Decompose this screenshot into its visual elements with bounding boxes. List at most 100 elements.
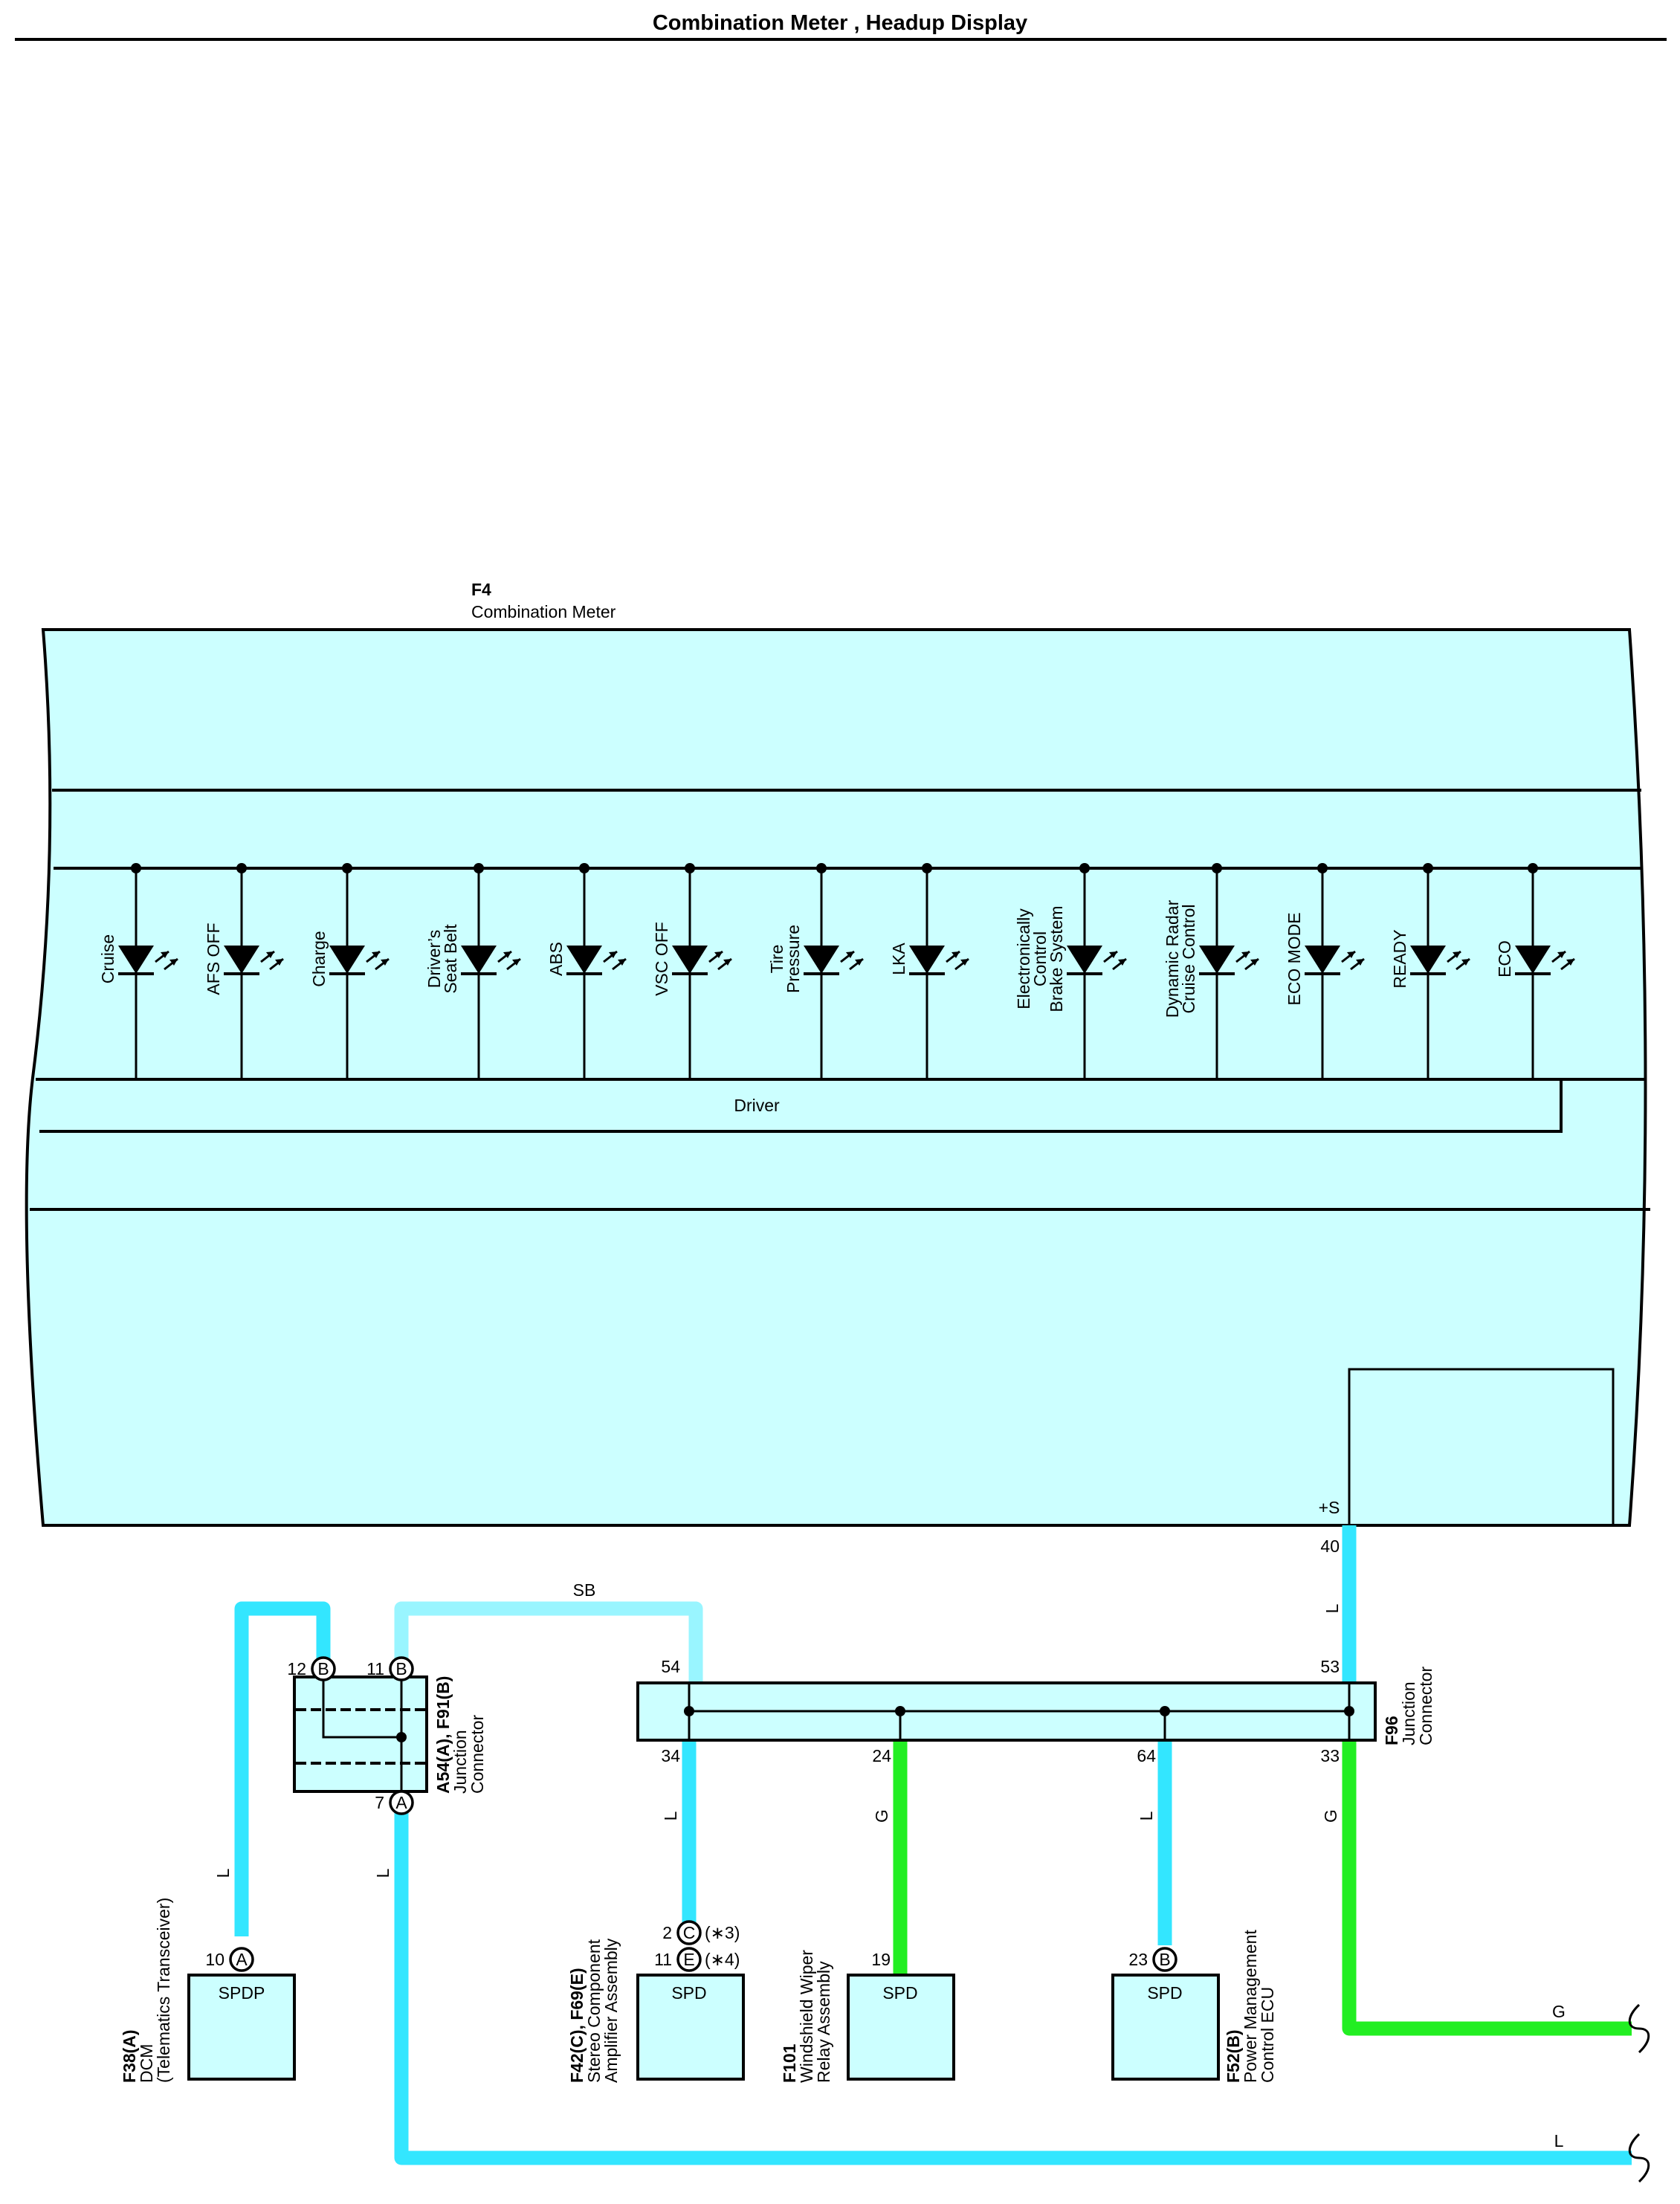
dcm-name-2: (Telematics Transceiver) bbox=[154, 1898, 173, 2083]
indicator-label: Electronically bbox=[1014, 908, 1033, 1009]
stereo-pin-e-circle bbox=[676, 1947, 702, 1972]
indicator-bus-node bbox=[922, 863, 932, 873]
stereo-name-1: Stereo Component bbox=[584, 1939, 604, 2083]
wire-label-l-main: L bbox=[373, 1868, 392, 1878]
indicator-label: AFS OFF bbox=[204, 922, 223, 995]
wire-label-g-wiper: G bbox=[872, 1809, 891, 1823]
wiper-pin-number: 19 bbox=[871, 1950, 891, 1969]
light-arrow-head-icon bbox=[714, 951, 723, 958]
wire-l-dcm bbox=[234, 1601, 331, 1936]
light-arrow-head-icon bbox=[855, 959, 863, 966]
indicator-label: VSC OFF bbox=[652, 922, 671, 996]
light-arrow-head-icon bbox=[1250, 959, 1259, 966]
meter-terminal-name: +S bbox=[1319, 1498, 1340, 1517]
indicator-label: Cruise bbox=[98, 934, 117, 983]
dcm-pin-letter: A bbox=[236, 1950, 248, 1969]
indicator-bus-node bbox=[816, 863, 827, 873]
pin-11-number: 11 bbox=[366, 1659, 384, 1678]
led-icon bbox=[461, 946, 497, 974]
dcm-code: F38(A) bbox=[120, 2029, 139, 2083]
wiper-name-2: Relay Assembly bbox=[814, 1961, 833, 2083]
light-arrow-head-icon bbox=[169, 959, 178, 966]
wire-label-g-out: G bbox=[1552, 2002, 1566, 2021]
driver-block bbox=[39, 1078, 1563, 1133]
indicator-label: Cruise Control bbox=[1179, 905, 1198, 1014]
led-icon bbox=[1067, 946, 1102, 974]
wire-label-sb: SB bbox=[573, 1580, 596, 1600]
light-arrow-head-icon bbox=[1453, 951, 1461, 958]
indicator-bus-node bbox=[236, 863, 247, 873]
indicator-11: READY bbox=[1390, 863, 1470, 1079]
led-icon bbox=[909, 946, 945, 974]
pmecu-name-2: Control ECU bbox=[1258, 1987, 1277, 2083]
indicator-label: READY bbox=[1390, 929, 1409, 988]
stereo-code: F42(C), F69(E) bbox=[567, 1968, 587, 2083]
dcm-pin-circle bbox=[229, 1947, 254, 1972]
combination-meter-box bbox=[25, 628, 1647, 1527]
indicator-label: Dynamic Radar bbox=[1163, 899, 1182, 1018]
light-arrow-head-icon bbox=[503, 951, 511, 958]
indicator-label: Driver’s bbox=[424, 930, 444, 988]
light-arrow-head-icon bbox=[1241, 951, 1250, 958]
light-arrow-head-icon bbox=[960, 959, 969, 966]
indicator-label: Pressure bbox=[784, 925, 803, 993]
junction-node bbox=[396, 1732, 407, 1742]
indicator-5: VSC OFF bbox=[652, 863, 732, 1079]
led-icon bbox=[1515, 946, 1551, 974]
wire-label-l-pmecu: L bbox=[1137, 1811, 1156, 1820]
indicator-bus-node bbox=[342, 863, 352, 873]
indicator-bus-node bbox=[1423, 863, 1433, 873]
led-icon bbox=[1410, 946, 1446, 974]
wiper-relay-box bbox=[847, 1974, 955, 2081]
indicator-label: ECO MODE bbox=[1285, 912, 1304, 1005]
indicator-label: Seat Belt bbox=[441, 924, 460, 994]
pin-12-b-letter: B bbox=[317, 1659, 329, 1678]
pmecu-pin-circle bbox=[1152, 1947, 1177, 1972]
break-mark-l bbox=[1628, 2133, 1650, 2183]
wiper-name-1: Windshield Wiper bbox=[797, 1950, 816, 2083]
f96-node-24 bbox=[895, 1706, 905, 1716]
stereo-pin-e-letter: E bbox=[683, 1950, 694, 1969]
wire-label-l-stereo: L bbox=[661, 1811, 680, 1820]
f96-pin-34: 34 bbox=[661, 1746, 680, 1765]
led-icon bbox=[329, 946, 365, 974]
meter-code: F4 bbox=[471, 580, 491, 599]
led-icon bbox=[224, 946, 259, 974]
indicator-1: AFS OFF bbox=[204, 863, 284, 1079]
indicator-label: Brake System bbox=[1047, 905, 1066, 1012]
wire-label-l-meter: L bbox=[1322, 1603, 1342, 1613]
junction-left-name-2: Connector bbox=[468, 1715, 487, 1794]
light-arrow-head-icon bbox=[723, 959, 731, 966]
f96-pin-24: 24 bbox=[872, 1746, 891, 1765]
pin-7-a-circle bbox=[389, 1790, 414, 1815]
page-title: Combination Meter , Headup Display bbox=[653, 11, 1027, 35]
junction-right-name-1: Junction bbox=[1399, 1681, 1418, 1745]
light-arrow-head-icon bbox=[618, 959, 626, 966]
led-icon bbox=[118, 946, 154, 974]
indicator-12: ECO bbox=[1495, 863, 1575, 1079]
pmecu-name-1: Power Management bbox=[1241, 1930, 1260, 2083]
light-arrow-head-icon bbox=[609, 951, 617, 958]
junction-left-code: A54(A), F91(B) bbox=[433, 1676, 453, 1794]
indicator-bus-node bbox=[1212, 863, 1222, 873]
light-arrow-head-icon bbox=[1118, 959, 1126, 966]
light-arrow-head-icon bbox=[1566, 959, 1574, 966]
indicator-2: Charge bbox=[309, 863, 390, 1079]
light-arrow-head-icon bbox=[1356, 959, 1364, 966]
meter-pin-40: 40 bbox=[1320, 1536, 1340, 1556]
stereo-pin-e-note: (∗4) bbox=[705, 1950, 740, 1969]
light-arrow-head-icon bbox=[266, 951, 274, 958]
indicator-label: Charge bbox=[309, 931, 329, 986]
light-arrow-head-icon bbox=[846, 951, 854, 958]
pin-7-number: 7 bbox=[375, 1793, 384, 1812]
stereo-terminal: SPD bbox=[671, 1983, 706, 2003]
indicator-bus-node bbox=[579, 863, 589, 873]
stereo-pin-c-number: 2 bbox=[662, 1923, 672, 1942]
indicator-bus-node bbox=[1317, 863, 1328, 873]
pin-7-a-letter: A bbox=[395, 1793, 407, 1812]
meter-name: Combination Meter bbox=[471, 602, 616, 621]
driver-label: Driver bbox=[734, 1096, 780, 1115]
f96-node-64 bbox=[1160, 1706, 1170, 1716]
